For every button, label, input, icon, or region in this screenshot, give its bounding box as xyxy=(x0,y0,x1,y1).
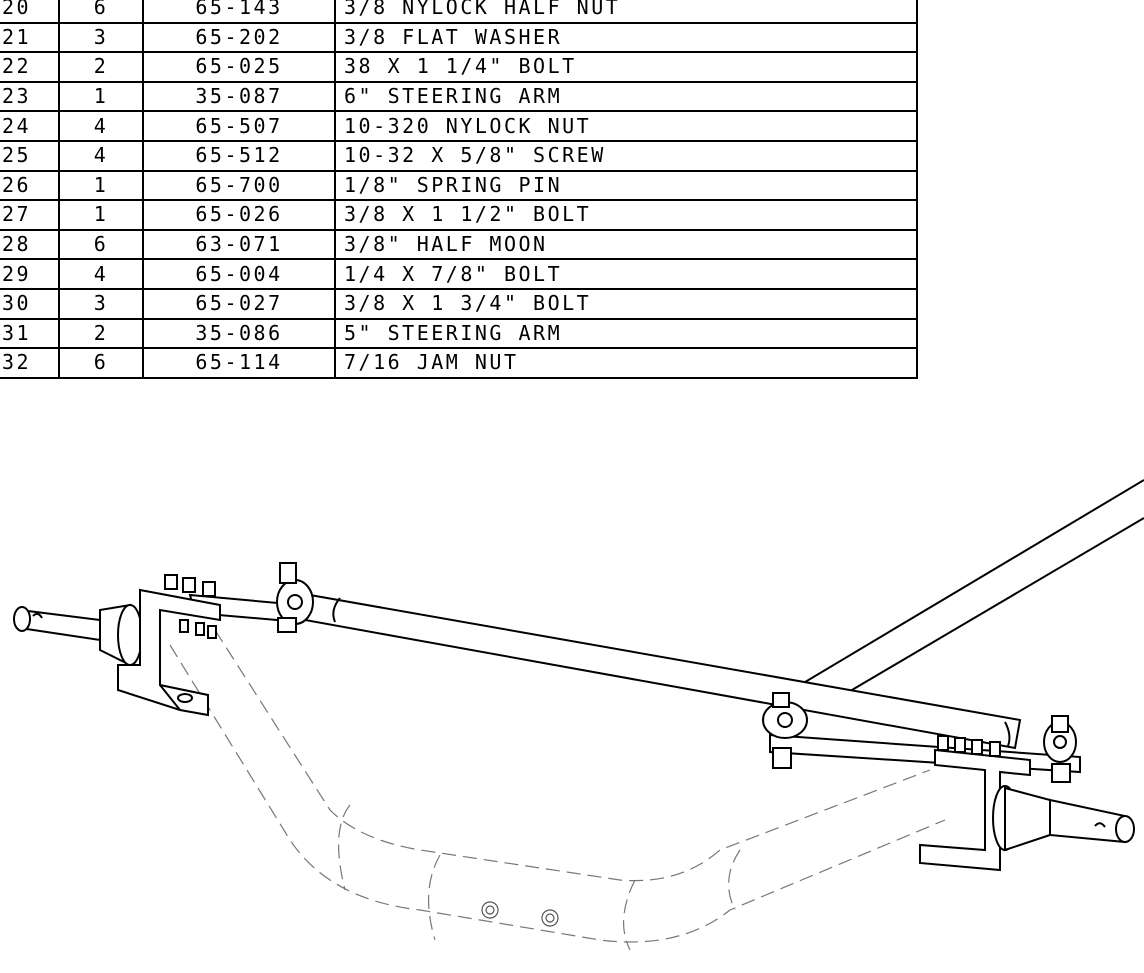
description-cell: 3/8 FLAT WASHER xyxy=(334,21,918,54)
description-cell: 5" STEERING ARM xyxy=(334,317,918,350)
axle-beam-hidden xyxy=(169,629,946,951)
description-cell: 7/16 JAM NUT xyxy=(334,347,918,379)
description-cell: 1/4 X 7/8" BOLT xyxy=(334,258,918,290)
quantity-cell: 6 xyxy=(58,228,144,261)
part-number-cell: 65-143 xyxy=(142,0,336,24)
item-number-cell: 26 xyxy=(0,169,60,202)
steering-assembly-drawing xyxy=(13,479,1144,951)
quantity-cell: 1 xyxy=(58,169,144,202)
right-spindle xyxy=(992,785,1135,852)
quantity-cell: 4 xyxy=(58,139,144,172)
description-cell: 10-32 X 5/8" SCREW xyxy=(334,139,918,172)
drag-link xyxy=(798,479,1144,712)
item-number-cell: 21 xyxy=(0,21,60,54)
quantity-cell: 1 xyxy=(58,199,144,231)
tie-rod-ends xyxy=(276,562,1077,783)
part-number-cell: 35-087 xyxy=(142,80,336,113)
item-number-cell: 25 xyxy=(0,139,60,172)
quantity-cell: 4 xyxy=(58,110,144,142)
item-number-cell: 28 xyxy=(0,228,60,261)
description-cell: 3/8 X 1 3/4" BOLT xyxy=(334,287,918,320)
part-number-cell: 65-114 xyxy=(142,347,336,379)
item-number-cell: 24 xyxy=(0,110,60,142)
left-spindle xyxy=(13,603,143,667)
part-number-cell: 65-025 xyxy=(142,51,336,83)
part-number-cell: 65-004 xyxy=(142,258,336,290)
quantity-cell: 6 xyxy=(58,0,144,24)
item-number-cell: 27 xyxy=(0,199,60,231)
description-cell: 6" STEERING ARM xyxy=(334,80,918,113)
description-cell: 10-320 NYLOCK NUT xyxy=(334,110,918,142)
part-number-cell: 65-512 xyxy=(142,139,336,172)
part-number-cell: 35-086 xyxy=(142,317,336,350)
description-cell: 3/8 NYLOCK HALF NUT xyxy=(334,0,918,24)
part-number-cell: 65-027 xyxy=(142,287,336,320)
right-knuckle xyxy=(919,735,1031,872)
beam-holes xyxy=(481,901,559,927)
item-number-cell: 32 xyxy=(0,347,60,379)
description-cell: 1/8" SPRING PIN xyxy=(334,169,918,202)
quantity-cell: 1 xyxy=(58,80,144,113)
description-cell: 3/8" HALF MOON xyxy=(334,228,918,261)
quantity-cell: 4 xyxy=(58,258,144,290)
quantity-cell: 2 xyxy=(58,317,144,350)
item-number-cell: 30 xyxy=(0,287,60,320)
part-number-cell: 63-071 xyxy=(142,228,336,261)
description-cell: 3/8 X 1 1/2" BOLT xyxy=(334,199,918,231)
item-number-cell: 29 xyxy=(0,258,60,290)
quantity-cell: 2 xyxy=(58,51,144,83)
left-knuckle xyxy=(117,574,221,717)
part-number-cell: 65-700 xyxy=(142,169,336,202)
item-number-cell: 22 xyxy=(0,51,60,83)
quantity-cell: 3 xyxy=(58,287,144,320)
part-number-cell: 65-026 xyxy=(142,199,336,231)
description-cell: 38 X 1 1/4" BOLT xyxy=(334,51,918,83)
item-number-cell: 31 xyxy=(0,317,60,350)
item-number-cell: 23 xyxy=(0,80,60,113)
item-number-cell: 20 xyxy=(0,0,60,24)
quantity-cell: 3 xyxy=(58,21,144,54)
quantity-cell: 6 xyxy=(58,347,144,379)
part-number-cell: 65-507 xyxy=(142,110,336,142)
part-number-cell: 65-202 xyxy=(142,21,336,54)
